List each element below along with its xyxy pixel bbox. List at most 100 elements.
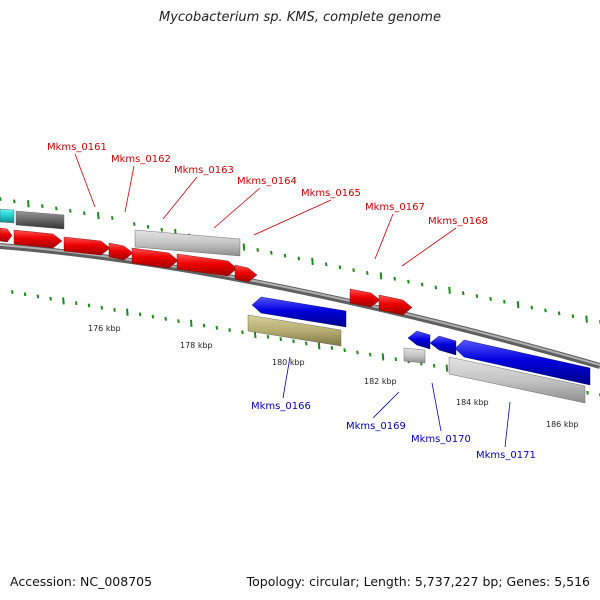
gene-label-mkms-0163[interactable]: Mkms_0163 — [174, 165, 234, 176]
tick-upper-right — [379, 272, 383, 280]
leader-fwd-4 — [253, 199, 332, 236]
tick-lower — [317, 342, 321, 350]
gene-fwd-7 — [349, 288, 381, 308]
gene-label-mkms-0161[interactable]: Mkms_0161 — [47, 142, 107, 153]
tick-lower — [356, 350, 359, 355]
tick-lower — [100, 305, 104, 310]
tick-lower — [343, 348, 346, 353]
tick-lower — [279, 337, 283, 341]
grey-feature-small — [403, 347, 426, 364]
tick-upper-right — [352, 268, 355, 273]
gene-label-mkms-0162[interactable]: Mkms_0162 — [111, 154, 171, 165]
tick-lower — [586, 390, 589, 395]
genome-backbone-highlight — [0, 244, 600, 366]
reverse-gene-labels: Mkms_0166 Mkms_0169 Mkms_0170 Mkms_0171 — [251, 401, 536, 461]
tick-upper-left — [97, 212, 100, 220]
tick-lower — [266, 334, 270, 339]
tick-upper-right — [270, 250, 273, 255]
tick-upper-right — [242, 243, 246, 251]
leader-fwd-0 — [74, 153, 96, 208]
tick-upper-right — [283, 253, 287, 258]
tick-lower — [164, 316, 167, 321]
tick-lower — [138, 312, 142, 317]
leader-rev-2 — [431, 382, 442, 432]
tick-upper-right — [557, 311, 561, 316]
scale-label-176: 176 kbp — [88, 324, 121, 333]
tick-upper-right — [571, 314, 575, 319]
tick-lower — [381, 353, 385, 361]
tick-lower — [368, 352, 372, 357]
cyan-feature — [0, 208, 15, 224]
tick-lower — [62, 297, 65, 305]
tick-lower — [87, 303, 91, 308]
map-title: Mycobacterium sp. KMS, complete genome — [159, 10, 441, 25]
tick-upper-left — [27, 200, 30, 208]
gene-label-mkms-0167[interactable]: Mkms_0167 — [365, 202, 425, 213]
tick-upper-left — [111, 216, 114, 220]
genome-summary-text: Topology: circular; Length: 5,737,227 bp… — [246, 574, 590, 589]
tick-upper-left — [0, 197, 2, 201]
tick-upper-left — [83, 211, 86, 216]
tick-lower — [432, 363, 436, 368]
tick-upper-right — [366, 271, 369, 275]
leader-rev-0 — [282, 356, 291, 399]
scale-label-182: 182 kbp — [364, 377, 397, 386]
tick-lower — [445, 364, 449, 372]
gene-fwd-1 — [13, 229, 63, 249]
gene-rev-1 — [407, 330, 431, 350]
olive-feature — [247, 314, 342, 347]
tick-upper-right — [420, 282, 424, 287]
gene-fwd-6 — [234, 264, 258, 283]
gene-label-mkms-0170[interactable]: Mkms_0170 — [411, 434, 471, 445]
gene-rev-2 — [429, 335, 457, 356]
tick-upper-right — [311, 257, 314, 266]
label-leader-lines — [74, 153, 511, 448]
scale-label-178: 178 kbp — [180, 341, 213, 350]
gene-label-mkms-0171[interactable]: Mkms_0171 — [476, 450, 536, 461]
tick-upper-right — [324, 262, 328, 267]
leader-fwd-2 — [162, 176, 198, 220]
gene-features — [0, 208, 591, 404]
gene-fwd-0 — [0, 227, 13, 243]
tick-lower — [330, 346, 334, 350]
gene-fwd-8 — [378, 294, 413, 316]
tick-upper-right — [393, 276, 396, 281]
gene-label-mkms-0169[interactable]: Mkms_0169 — [346, 421, 406, 432]
tick-lower — [74, 301, 78, 306]
tick-lower — [202, 323, 206, 328]
gene-label-mkms-0168[interactable]: Mkms_0168 — [428, 216, 488, 227]
tick-lower — [228, 328, 231, 332]
gene-label-mkms-0166[interactable]: Mkms_0166 — [251, 401, 311, 412]
tick-upper-right — [530, 305, 534, 310]
forward-gene-labels: Mkms_0161 Mkms_0162 Mkms_0163 Mkms_0164 … — [47, 142, 488, 227]
gene-label-mkms-0165[interactable]: Mkms_0165 — [301, 188, 361, 199]
tick-upper-right — [256, 248, 259, 252]
tick-lower — [189, 319, 193, 327]
tick-upper-right — [160, 227, 163, 232]
tick-lower — [305, 341, 308, 346]
tick-upper-right — [461, 291, 465, 296]
accession-text: Accession: NC_008705 — [10, 574, 153, 589]
leader-fwd-3 — [213, 187, 261, 229]
tick-upper-right — [338, 265, 342, 270]
tick-upper-right — [503, 299, 506, 304]
tick-lower — [113, 307, 116, 312]
tick-lower — [151, 314, 155, 319]
scale-labels: 176 kbp 178 kbp 180 kbp 182 kbp 184 kbp … — [88, 324, 579, 429]
gene-rev-3 — [454, 339, 591, 386]
gene-fwd-5 — [176, 253, 238, 277]
scale-label-180: 180 kbp — [272, 358, 305, 367]
leader-fwd-1 — [124, 165, 135, 213]
tick-lower — [292, 339, 295, 344]
tick-upper-right — [146, 224, 150, 229]
gene-label-mkms-0164[interactable]: Mkms_0164 — [237, 176, 297, 187]
tick-upper-right — [434, 285, 438, 290]
gene-fwd-4 — [131, 247, 179, 269]
leader-fwd-6 — [401, 227, 457, 267]
tick-upper-right — [489, 297, 492, 301]
grey-feature-lower — [448, 356, 586, 404]
gene-rev-0 — [251, 296, 347, 328]
tick-lower — [49, 296, 52, 301]
tick-upper-left — [13, 199, 16, 204]
